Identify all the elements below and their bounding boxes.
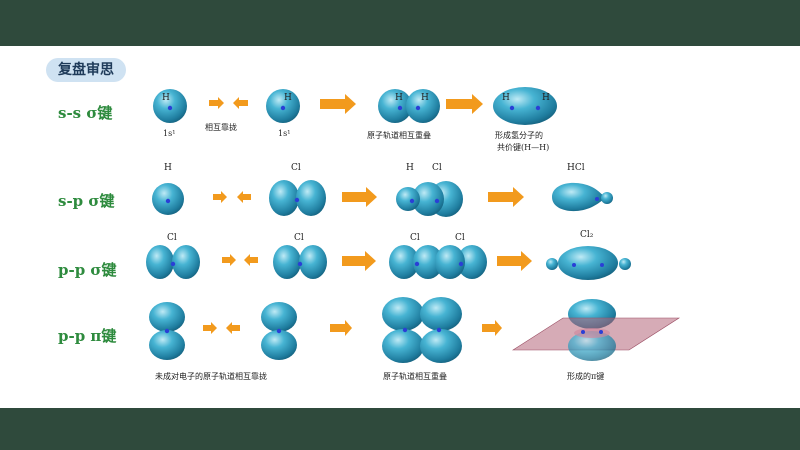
p-orbital-vertical-right xyxy=(261,302,297,360)
bond-label-pp-sigma: p-p σ键 xyxy=(58,261,117,279)
molecule-label-cl2: Cl₂ xyxy=(580,230,594,240)
orbital-overlap-diagram xyxy=(146,87,681,363)
cl2-molecule-orbital xyxy=(546,246,631,280)
overlapping-s-p-orbitals xyxy=(396,181,463,217)
caption-1s1-left: 1s¹ xyxy=(163,129,176,138)
atom-label-cl: Cl xyxy=(291,163,301,173)
atom-label-h: H xyxy=(502,93,510,103)
atom-label-h: H xyxy=(406,163,414,173)
right-arrow xyxy=(497,251,532,271)
bond-label-sp-sigma: s-p σ键 xyxy=(58,192,115,210)
right-arrow xyxy=(446,94,483,114)
nucleus-dot xyxy=(280,105,286,111)
atom-label-h: H xyxy=(542,93,550,103)
bond-label-pp-pi: p-p π键 xyxy=(58,327,117,345)
approach-arrows xyxy=(203,322,240,334)
section-title-pill: 复盘审思 xyxy=(46,58,126,82)
bond-label-ss-sigma: s-s σ键 xyxy=(58,104,113,122)
right-arrow xyxy=(488,187,524,207)
h2-molecule-orbital xyxy=(493,87,557,125)
atom-label-cl: Cl xyxy=(167,233,177,243)
overlapping-p-p-orbitals xyxy=(389,245,487,279)
atom-label-h: H xyxy=(284,93,292,103)
caption-1s1-right: 1s¹ xyxy=(278,129,291,138)
atom-label-h: H xyxy=(164,163,172,173)
atom-label-cl: Cl xyxy=(294,233,304,243)
caption-overlap: 原子轨道相互重叠 xyxy=(367,131,431,140)
hcl-molecule-orbital xyxy=(552,182,613,212)
caption-pi-approach: 未成对电子的原子轨道相互靠拢 xyxy=(155,372,267,381)
caption-result-line2: 共价键(H—H) xyxy=(497,143,550,152)
right-arrow xyxy=(320,94,356,114)
pi-bond-orbital-with-nodal-plane xyxy=(511,299,681,361)
caption-approach: 相互靠拢 xyxy=(205,123,237,132)
bottom-bar xyxy=(0,408,800,450)
right-arrow xyxy=(482,320,502,336)
p-orbital-cl-right xyxy=(273,245,327,279)
p-orbital-cl xyxy=(269,180,326,216)
caption-pi-bond-formed: 形成的π键 xyxy=(567,372,605,381)
atom-label-cl: Cl xyxy=(455,233,465,243)
overlapping-s-orbitals xyxy=(378,89,440,123)
nucleus-dot xyxy=(167,105,173,111)
atom-label-h: H xyxy=(395,93,403,103)
caption-result-line1: 形成氢分子的 xyxy=(495,131,543,140)
atom-label-cl: Cl xyxy=(410,233,420,243)
atom-label-h: H xyxy=(162,93,170,103)
right-arrow xyxy=(342,187,377,207)
nucleus-dot xyxy=(165,198,171,204)
right-arrow xyxy=(342,251,376,271)
right-arrow xyxy=(330,320,352,336)
approach-arrows xyxy=(209,97,248,109)
approach-arrows xyxy=(213,191,251,203)
caption-pi-overlap: 原子轨道相互重叠 xyxy=(383,372,447,381)
atom-label-h: H xyxy=(421,93,429,103)
approach-arrows xyxy=(222,254,258,266)
p-orbital-cl-left xyxy=(146,245,200,279)
top-bar xyxy=(0,0,800,46)
p-orbital-vertical-left xyxy=(149,302,185,360)
slide-content: 复盘审思 s-s σ键 s-p σ键 p-p σ键 p-p π键 xyxy=(0,46,800,408)
molecule-label-hcl: HCl xyxy=(567,163,585,173)
atom-label-cl: Cl xyxy=(432,163,442,173)
overlapping-pi-orbitals xyxy=(382,297,462,363)
